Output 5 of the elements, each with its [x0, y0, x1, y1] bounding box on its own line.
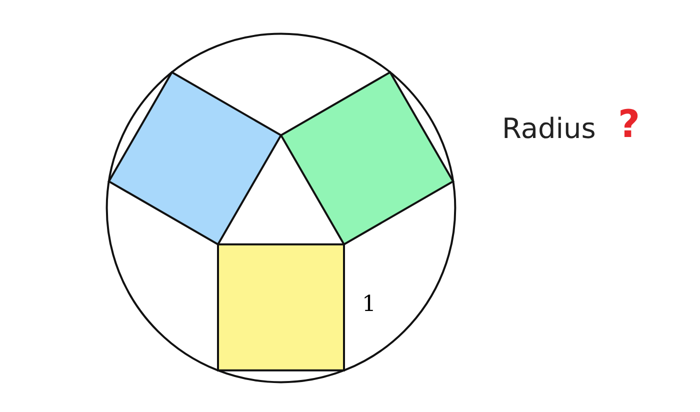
circle-outline	[106, 32, 456, 384]
side-length-label: 1	[362, 292, 376, 318]
square	[217, 243, 345, 372]
question-text: Radius	[502, 112, 596, 145]
question-mark: ?	[618, 102, 640, 146]
